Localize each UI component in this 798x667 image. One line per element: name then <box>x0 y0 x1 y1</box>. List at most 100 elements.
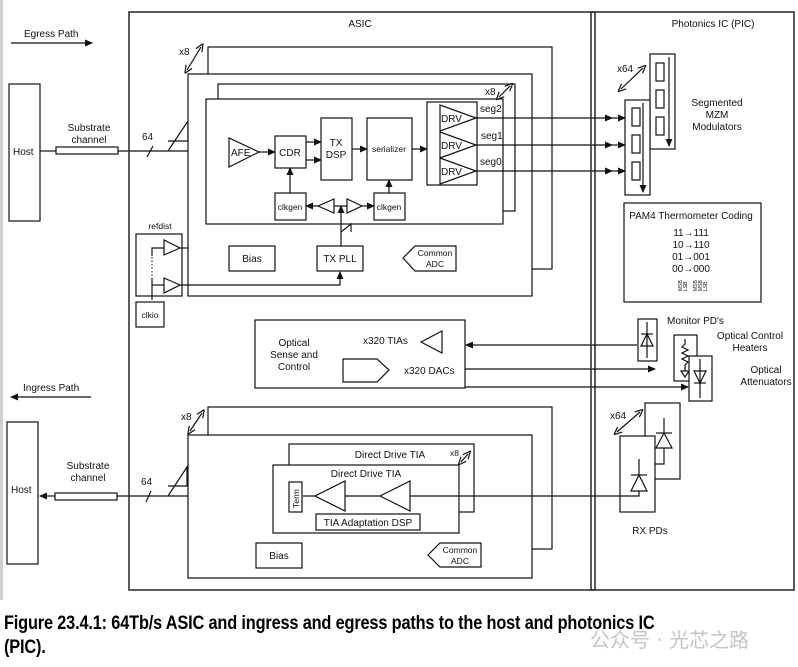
clkgen-left-label: clkgen <box>278 202 303 212</box>
ingress-common-adc-label-1: Common <box>443 545 478 555</box>
substrate-channel-egress-label-1: Substrate <box>68 123 111 134</box>
pic-boundary <box>590 11 795 591</box>
bit-label: MSB <box>678 280 684 292</box>
host-ingress-block <box>6 421 39 565</box>
refdist-title: refdist <box>148 221 172 231</box>
modulator-multiplicity: x64 <box>617 64 634 75</box>
pam4-row: 01→001 <box>672 252 710 263</box>
asic-boundary <box>128 11 596 591</box>
bus-fanout-icon <box>167 464 188 497</box>
driver-seg0: DRV seg0 <box>439 157 502 185</box>
monitor-pd-label: Monitor PD's <box>667 316 724 327</box>
egress-path-label: Egress Path <box>24 29 78 40</box>
bus-slash-icon <box>146 145 154 158</box>
mzm-modulator-front <box>624 99 651 196</box>
driver-seg1: DRV seg1 <box>439 131 503 159</box>
ingress-bus-width: 64 <box>141 477 153 488</box>
afe-label: AFE <box>231 148 251 159</box>
substrate-channel-ingress-label-2: channel <box>70 473 105 484</box>
optical-attenuator <box>688 355 713 402</box>
egress-common-adc-label-2: ADC <box>426 259 444 269</box>
watermark: 公众号 · 光芯之路 <box>590 628 750 652</box>
segment-label: seg1 <box>481 131 503 142</box>
tia-lane-front-title: Direct Drive TIA <box>331 469 402 480</box>
driver-label: DRV <box>441 167 462 178</box>
host-egress-label: Host <box>13 147 34 158</box>
tia-adaptation-dsp-label: TIA Adaptation DSP <box>324 518 413 529</box>
pam4-bit-labels: MSB LSB MSB MSB LSB <box>678 280 709 292</box>
osc-title-3: Control <box>278 362 310 373</box>
page-left-border <box>0 0 3 600</box>
tx-dsp-label-1: TX <box>330 138 343 149</box>
dac-icon <box>342 358 390 383</box>
stack-arrow-icon <box>499 86 510 97</box>
clkgen-right-label: clkgen <box>377 202 402 212</box>
term-label: Term <box>291 489 301 508</box>
host-egress-block <box>8 83 41 222</box>
tia-stage2-icon <box>378 480 411 512</box>
figure-caption: Figure 23.4.1: 64Tb/s ASIC and ingress a… <box>4 613 655 658</box>
driver-seg2: DRV seg2 <box>439 104 502 132</box>
stack-arrow-icon <box>190 413 202 431</box>
ingress-slice-multiplicity: x8 <box>181 412 192 423</box>
rx-pd-multiplicity: x64 <box>610 411 627 422</box>
driver-label: DRV <box>441 141 462 152</box>
monitor-pd <box>637 318 658 362</box>
tia-stage1-icon <box>313 480 346 512</box>
bit-label: LSB <box>683 281 689 291</box>
bit-label: MSB <box>698 280 704 292</box>
mzm-modulator-back <box>649 53 676 150</box>
substrate-channel-egress-label-2: channel <box>71 135 106 146</box>
bit-label: MSB <box>693 280 699 292</box>
bus-slash-icon <box>145 490 152 503</box>
asic-title: ASIC <box>348 19 371 30</box>
clkio-label: clkio <box>141 310 158 320</box>
host-ingress-label: Host <box>11 485 32 496</box>
tx-dsp-label-2: DSP <box>326 150 347 161</box>
heaters-label-1: Optical Control <box>717 331 783 342</box>
rx-pds-label: RX PDs <box>632 526 668 537</box>
egress-lane-multiplicity: x8 <box>485 87 496 98</box>
modulators-label-2: MZM <box>706 110 729 121</box>
heaters-label-2: Heaters <box>732 343 767 354</box>
stack-arrow-icon <box>621 68 643 89</box>
pam4-title: PAM4 Thermometer Coding <box>629 211 753 222</box>
osc-title-1: Optical <box>278 338 309 349</box>
ingress-bias-label: Bias <box>269 551 288 562</box>
driver-label: DRV <box>441 114 462 125</box>
substrate-channel-ingress-label-1: Substrate <box>67 461 110 472</box>
rx-pd-front <box>595 435 656 513</box>
term-block <box>288 481 303 513</box>
egress-common-adc-block <box>402 245 457 272</box>
modulators-label-3: Modulators <box>692 122 741 133</box>
bus-fanout-icon <box>167 119 189 152</box>
stack-arrow-icon <box>187 47 201 70</box>
ingress-path-label: Ingress Path <box>23 383 79 394</box>
clock-fanout-icon <box>340 222 352 233</box>
ingress-common-adc-block <box>427 542 482 568</box>
afe-amplifier-icon <box>228 137 261 168</box>
segment-label: seg0 <box>480 157 502 168</box>
pam4-row: 00→000 <box>672 264 710 275</box>
substrate-channel-egress <box>55 146 119 155</box>
egress-common-adc-label-1: Common <box>418 248 453 258</box>
egress-path-indicator: Egress Path <box>11 29 93 47</box>
tx-pll-block <box>316 245 364 272</box>
tia-lane-multiplicity: x8 <box>450 448 459 458</box>
tia-lane-back-title: Direct Drive TIA <box>355 450 426 461</box>
ingress-bias-block <box>255 542 303 569</box>
cdr-label: CDR <box>279 148 301 159</box>
egress-bias-label: Bias <box>242 254 261 265</box>
egress-bus-width: 64 <box>142 132 154 143</box>
clkio-block <box>135 301 165 328</box>
tia-count-label: x320 TIAs <box>363 336 408 347</box>
tx-dsp-block <box>320 117 353 181</box>
tia-amplifier-icon <box>419 330 443 354</box>
driver-amplifier-icon <box>439 104 478 132</box>
dac-count-label: x320 DACs <box>404 366 455 377</box>
tia-adaptation-dsp-block <box>315 513 421 531</box>
egress-slice-multiplicity: x8 <box>179 47 190 58</box>
pam4-row: 10→110 <box>672 240 710 251</box>
block-diagram: Egress Path Ingress Path Host Host Subst… <box>6 11 795 591</box>
driver-amplifier-icon <box>439 157 478 185</box>
